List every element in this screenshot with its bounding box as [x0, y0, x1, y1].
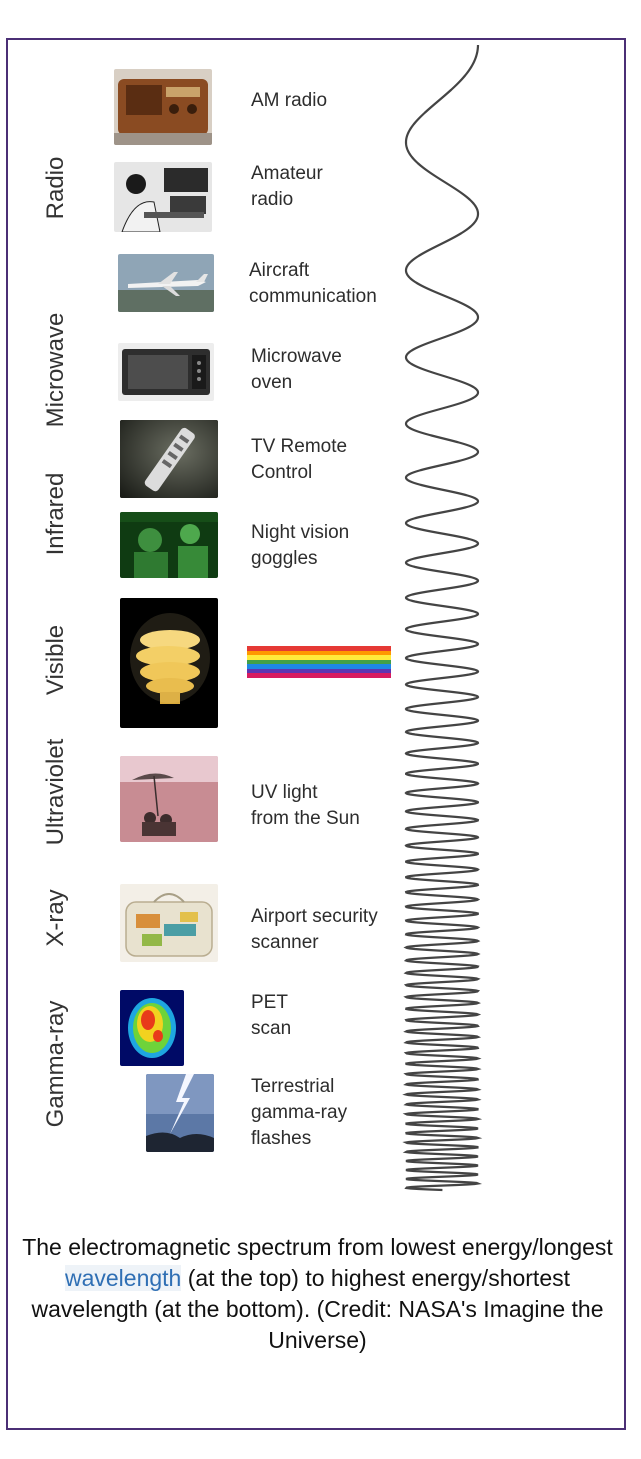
amateur-radio-image	[114, 162, 212, 232]
band-label-gamma-ray: Gamma-ray	[42, 1000, 69, 1128]
band-label-xray: X-ray	[42, 889, 69, 947]
rainbow-stripe	[247, 646, 391, 651]
uv-sun-image	[120, 756, 218, 842]
band-label-radio: Radio	[42, 156, 69, 220]
label-uv-light: UV light from the Sun	[251, 782, 360, 829]
band-label-visible: Visible	[42, 624, 69, 696]
label-aircraft-communication: Aircraft communication	[249, 260, 377, 307]
label-night-vision: Night vision goggles	[251, 522, 350, 569]
wavelength-wave	[402, 45, 483, 1192]
label-airport-security: Airport security scanner	[251, 906, 378, 953]
label-pet-scan: PET scan	[251, 992, 292, 1039]
figure-frame	[6, 38, 626, 1430]
light-bulb-image	[120, 598, 218, 728]
band-label-infrared: Infrared	[42, 472, 69, 556]
rainbow-stripe	[247, 673, 391, 679]
caption-text-start: The electromagnetic spectrum from lowest…	[22, 1234, 613, 1260]
pet-scan-image	[120, 990, 184, 1066]
rainbow-stripe	[247, 659, 391, 665]
band-label-microwave: Microwave	[42, 312, 69, 428]
label-terrestrial-gamma: Terrestrial gamma-ray flashes	[251, 1076, 348, 1149]
visible-spectrum-strip	[247, 646, 391, 679]
label-amateur-radio: Amateur radio	[251, 163, 323, 210]
microwave-oven-image	[118, 343, 214, 401]
night-vision-image	[120, 512, 218, 578]
rainbow-stripe	[247, 668, 391, 674]
aircraft-image	[118, 254, 214, 312]
rainbow-stripe	[247, 664, 391, 669]
rainbow-stripe	[247, 655, 391, 660]
am-radio-image	[114, 69, 212, 145]
label-tv-remote: TV Remote Control	[251, 436, 348, 483]
figure-caption: The electromagnetic spectrum from lowest…	[15, 1232, 620, 1356]
label-microwave-oven: Microwave oven	[251, 346, 342, 393]
airport-scanner-image	[120, 884, 218, 962]
lightning-image	[146, 1074, 214, 1152]
label-am-radio: AM radio	[251, 90, 328, 111]
band-label-ultraviolet: Ultraviolet	[42, 738, 69, 846]
tv-remote-image	[120, 420, 218, 498]
rainbow-stripe	[247, 650, 391, 656]
caption-text-end: (at the top) to highest energy/shortest …	[31, 1265, 604, 1353]
wavelength-link[interactable]: wavelength	[64, 1265, 182, 1291]
